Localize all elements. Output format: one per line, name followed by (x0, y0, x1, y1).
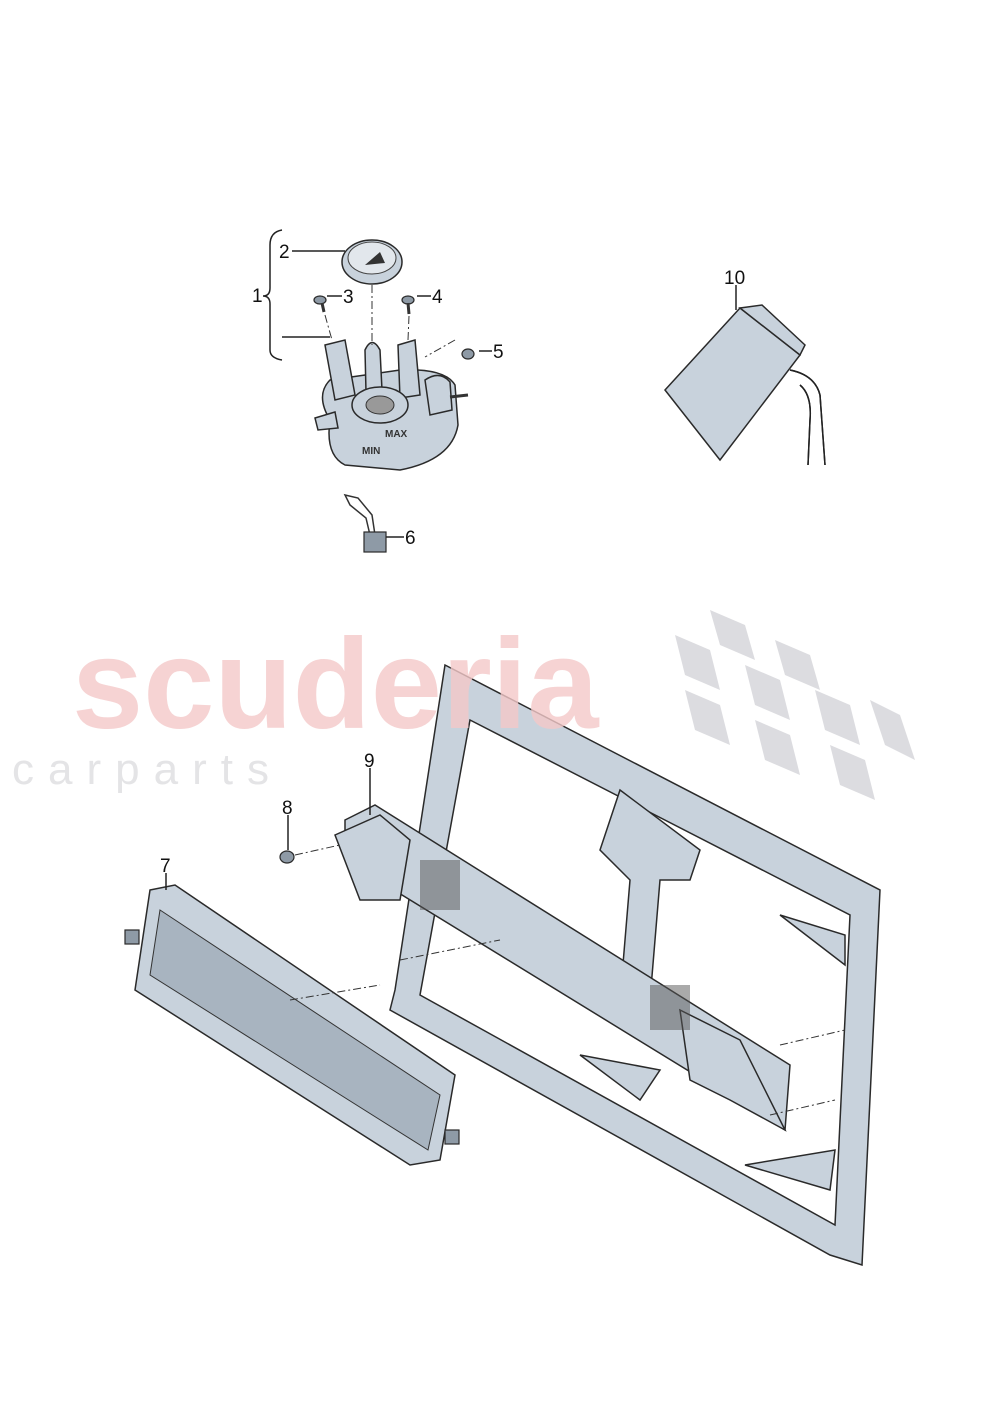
part-3-screw[interactable] (313, 295, 327, 313)
part-8-screw[interactable] (279, 850, 295, 864)
part-5-screw[interactable] (461, 348, 475, 360)
callout-1: 1 (252, 286, 263, 307)
part-10-control-unit[interactable] (664, 304, 826, 466)
watermark-brand: scuderia (72, 613, 599, 756)
callout-2: 2 (279, 242, 290, 263)
part-frame-carrier[interactable] (389, 663, 881, 1267)
checkered-flag-logo (675, 610, 915, 800)
part-7-radiator[interactable] (124, 884, 460, 1166)
part-1-expansion-tank[interactable]: MAX MIN (314, 339, 469, 471)
min-marking: MIN (362, 446, 380, 457)
group-bracket (262, 229, 283, 361)
part-2-cap[interactable] (341, 239, 403, 285)
part-6-sensor-clip[interactable] (343, 493, 387, 553)
callout-9: 9 (364, 751, 375, 772)
max-marking: MAX (385, 429, 408, 440)
callout-7: 7 (160, 856, 171, 877)
part-9-crossmember[interactable] (334, 804, 791, 1132)
callout-6: 6 (405, 528, 416, 549)
callout-5: 5 (493, 342, 504, 363)
callout-10: 10 (724, 268, 745, 289)
watermark: scuderia carparts (12, 613, 599, 794)
callout-8: 8 (282, 798, 293, 819)
callout-4: 4 (432, 287, 443, 308)
callout-3: 3 (343, 287, 354, 308)
part-4-screw[interactable] (401, 295, 415, 315)
watermark-sub: carparts (12, 745, 283, 794)
